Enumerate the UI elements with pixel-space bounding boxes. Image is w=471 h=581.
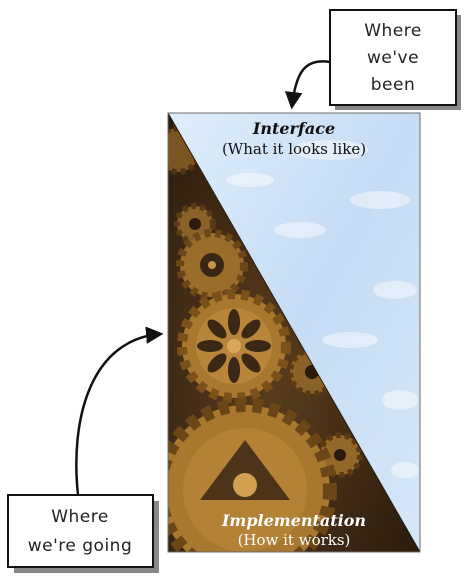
large-gear-icon xyxy=(168,398,337,552)
callout-future-line1: Where xyxy=(51,507,109,527)
callout-future-line2: we're going xyxy=(28,536,133,556)
callout-past-line1: Where xyxy=(364,21,422,41)
callout-past-line2: we've xyxy=(367,48,419,68)
arrow-to-implementation xyxy=(75,326,164,496)
diagonal-divider xyxy=(167,112,421,553)
callout-past-line3: been xyxy=(371,75,415,95)
implementation-title: Implementation xyxy=(221,511,366,530)
flower-gear-icon xyxy=(177,289,291,403)
callout-future: Where we're going xyxy=(7,494,159,573)
small-gear-icon xyxy=(174,203,216,245)
panel-frame xyxy=(167,112,421,553)
callout-past: Where we've been xyxy=(329,9,461,110)
interface-title: Interface xyxy=(252,119,335,138)
implementation-subtitle: (How it works) xyxy=(238,531,351,549)
medium-gear-icon xyxy=(176,229,248,301)
arrow-to-interface xyxy=(284,60,331,110)
interface-subtitle: (What it looks like) xyxy=(222,140,366,158)
